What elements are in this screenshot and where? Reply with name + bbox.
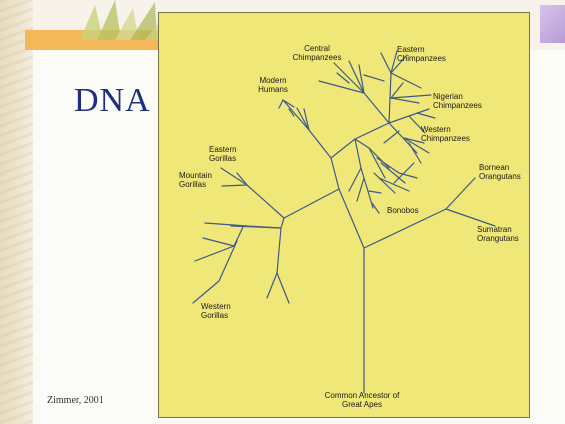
slide-title: DNA xyxy=(74,82,151,120)
branch-pan-stem xyxy=(331,139,355,158)
branch-bonobos xyxy=(361,168,373,208)
branch-human-chimp-stem xyxy=(331,158,339,189)
label-central-chimpanzees: Central Chimpanzees xyxy=(287,45,347,62)
label-nigerian-chimpanzees: Nigerian Chimpanzees xyxy=(433,93,503,110)
label-mountain-gorillas: Mountain Gorillas xyxy=(179,172,227,189)
leaf-decoration-icon xyxy=(75,0,170,40)
source-credit: Zimmer, 2001 xyxy=(47,395,104,406)
label-common-ancestor: Common Ancestor of Great Apes xyxy=(307,392,417,409)
label-western-gorillas: Western Gorillas xyxy=(201,303,245,320)
label-sumatran-orangutans: Sumatran Orangutans xyxy=(477,226,529,243)
branch-gorilla-eastern-mountain xyxy=(247,185,284,218)
tree-branches xyxy=(159,13,531,419)
decorative-purple-square xyxy=(540,5,565,43)
branch-chimp-stem xyxy=(355,123,389,139)
label-modern-humans: Modern Humans xyxy=(251,77,295,94)
branch-bornean xyxy=(446,178,475,209)
label-bonobos: Bonobos xyxy=(387,207,431,216)
label-eastern-chimpanzees: Eastern Chimpanzees xyxy=(397,46,467,63)
branch-human xyxy=(309,130,331,158)
branch-gorilla-western xyxy=(281,218,284,228)
decorative-side-strip xyxy=(0,0,33,424)
label-bornean-orangutans: Bornean Orangutans xyxy=(479,164,529,181)
branch-left-stem xyxy=(339,189,364,248)
branch-bonobo-stem xyxy=(355,139,361,168)
branch-sumatran xyxy=(446,209,495,226)
great-ape-phylogenetic-tree: Central Chimpanzees Eastern Chimpanzees … xyxy=(158,12,530,418)
branch-gorilla-stem xyxy=(284,189,339,218)
label-eastern-gorillas: Eastern Gorillas xyxy=(209,146,253,163)
label-western-chimpanzees: Western Chimpanzees xyxy=(421,126,491,143)
